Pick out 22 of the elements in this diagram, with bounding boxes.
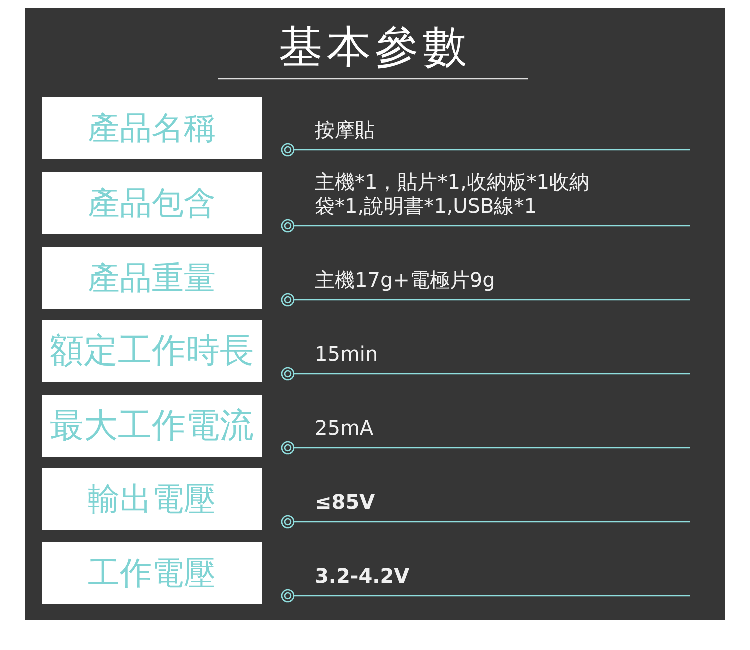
parameter-name: 額定工作時長 <box>50 334 254 368</box>
parameter-value: 按摩貼 <box>315 118 375 142</box>
parameter-name: 產品重量 <box>88 262 216 294</box>
label-box <box>42 247 262 309</box>
label-box <box>42 395 262 457</box>
parameter-value: 25mA <box>315 416 374 440</box>
parameter-value: ≤85V <box>315 490 376 514</box>
parameter-name: 工作電壓 <box>88 557 216 589</box>
label-box <box>42 320 262 382</box>
title: 基本參數 <box>278 22 472 74</box>
parameter-value: 主機17g+電極片9g <box>315 268 496 292</box>
parameter-name: 產品名稱 <box>88 112 216 144</box>
parameter-value: 15min <box>315 342 378 366</box>
label-box <box>42 97 262 159</box>
parameter-name: 產品包含 <box>88 187 216 219</box>
label-box <box>42 172 262 234</box>
parameter-value: 3.2-4.2V <box>315 564 410 588</box>
parameter-name: 輸出電壓 <box>88 483 216 515</box>
label-box <box>42 542 262 604</box>
parameter-name: 最大工作電流 <box>50 409 254 443</box>
label-box <box>42 468 262 530</box>
parameter-value: 主機*1，貼片*1,收納板*1收納袋*1,說明書*1,USB線*1 <box>315 170 591 218</box>
